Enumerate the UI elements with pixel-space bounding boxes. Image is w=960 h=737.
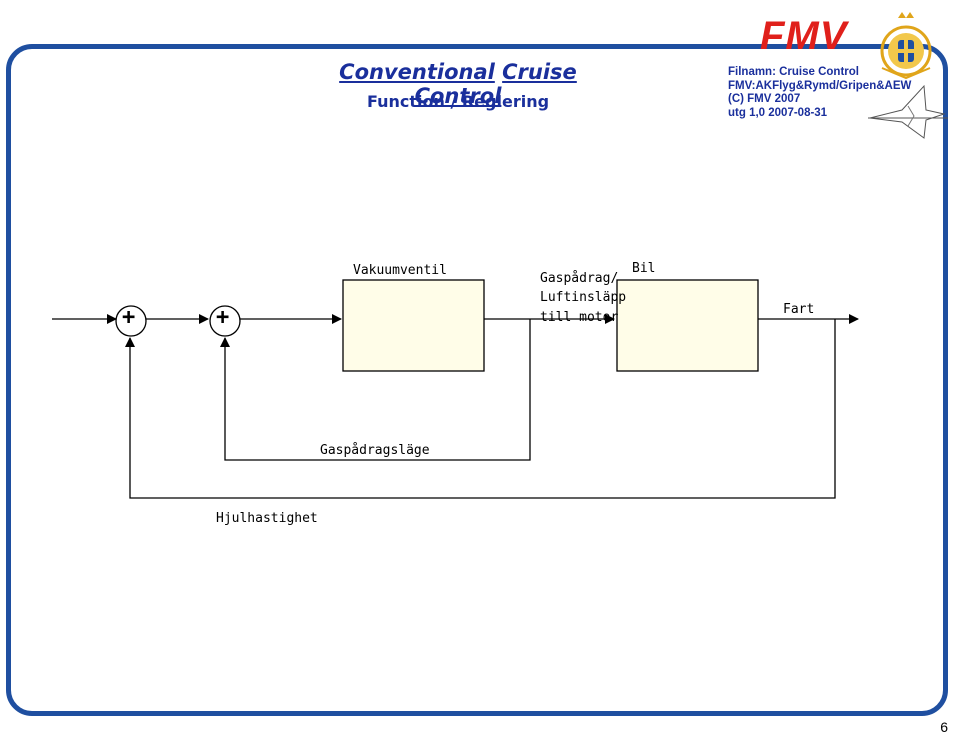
slide-frame xyxy=(6,44,948,716)
sum-junction-1-sign: + xyxy=(122,305,136,330)
meta-org: FMV:AKFlyg&Rymd/Gripen&AEW xyxy=(728,79,912,92)
meta-version: utg 1,0 2007-08-31 xyxy=(728,106,828,119)
block-bil xyxy=(616,279,759,372)
crest-emblem xyxy=(868,12,948,139)
signal-mid-label-3: till motor xyxy=(540,310,619,325)
inner-feedback-line xyxy=(220,319,531,461)
sum-junction-2 xyxy=(209,305,241,337)
meta-copyright: (C) FMV 2007 xyxy=(728,93,801,105)
signal-mid-label-1: Gaspådrag/ xyxy=(540,271,619,286)
outer-feedback-line xyxy=(125,319,836,499)
slide-title: Conventional Cruise Control xyxy=(312,60,604,108)
sum-junction-1 xyxy=(115,305,147,337)
inner-feedback-label: Gaspådragsläge xyxy=(320,443,430,458)
title-word-3: Control xyxy=(414,84,502,108)
file-meta: Filnamn: Cruise Control FMV:AKFlyg&Rymd/… xyxy=(728,66,911,120)
sum-junction-2-sign: + xyxy=(216,305,230,330)
outer-feedback-label: Hjulhastighet xyxy=(216,511,318,526)
meta-filename: Filnamn: Cruise Control xyxy=(728,66,859,78)
slide-subtitle: Function / Reglering xyxy=(366,92,550,111)
block-bil-label: Bil xyxy=(632,261,656,276)
page-number: 6 xyxy=(940,719,948,735)
block-vakuumventil-label: Vakuumventil xyxy=(353,263,447,278)
title-word-2: Cruise xyxy=(502,60,577,84)
fmv-logo: FMV xyxy=(760,14,848,58)
block-vakuumventil xyxy=(342,279,485,372)
title-word-1: Conventional xyxy=(339,60,495,84)
output-label: Fart xyxy=(783,302,815,317)
signal-mid-label-2: Luftinsläpp xyxy=(540,290,627,305)
